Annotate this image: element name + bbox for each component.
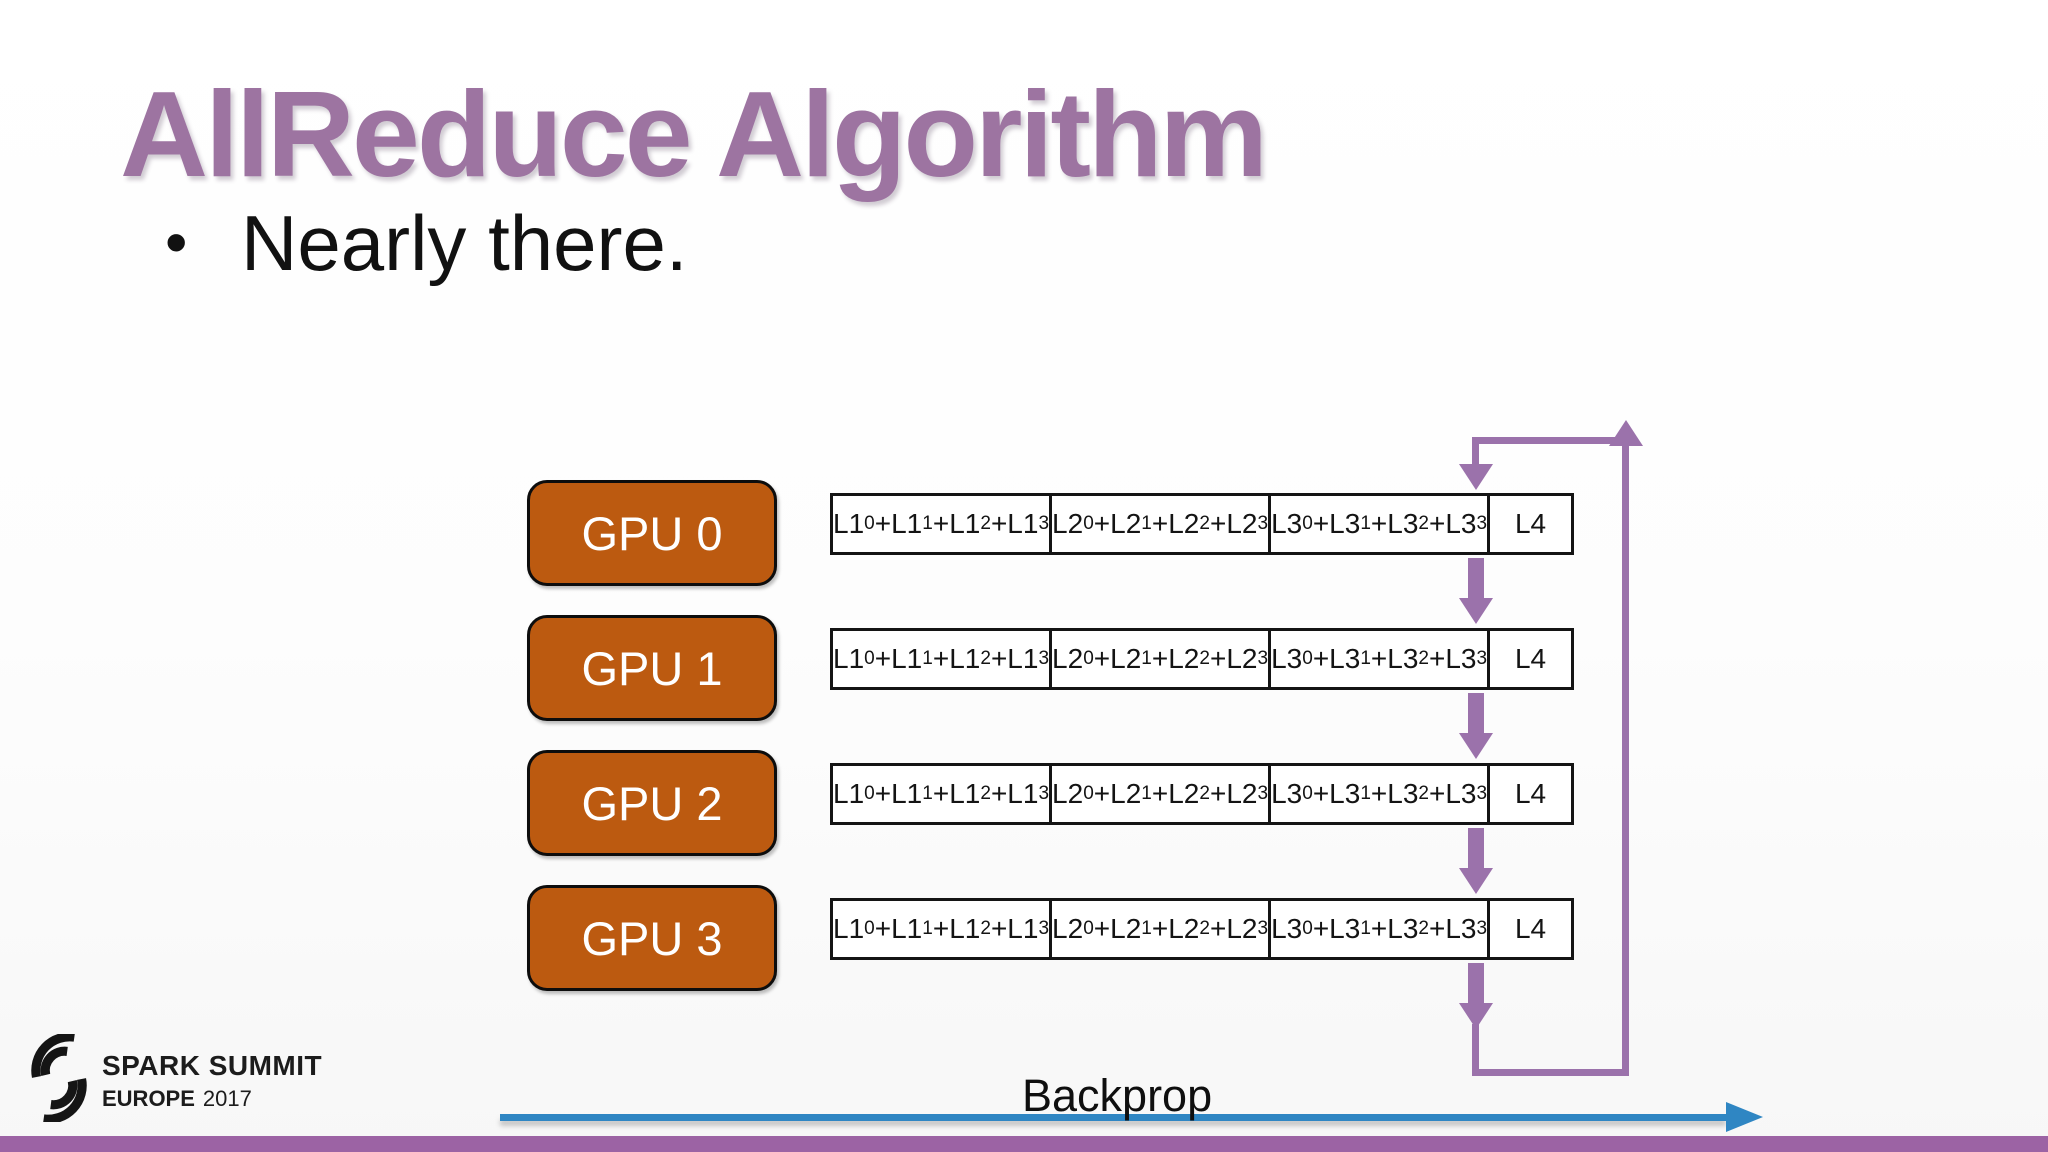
- bullet-line: • Nearly there.: [165, 198, 688, 289]
- logo-event-year: 2017: [202, 1086, 252, 1111]
- spark-summit-logo: SPARK SUMMIT EUROPE 2017: [30, 1034, 322, 1122]
- backprop-arrowhead-icon: [1726, 1102, 1763, 1132]
- bullet-text: Nearly there.: [241, 199, 688, 287]
- bullet-marker: •: [165, 206, 188, 278]
- loop-bottom-left-segment: [1472, 1024, 1479, 1076]
- page-title: AllReduce Algorithm: [120, 66, 1268, 202]
- down-arrow-shaft: [1468, 693, 1484, 733]
- gpu-label: GPU 0: [581, 506, 723, 560]
- spark-summit-logo-icon: [31, 1034, 87, 1122]
- gpu-box: GPU 3: [527, 885, 777, 991]
- gradient-cell: L4: [1487, 496, 1571, 552]
- gpu-label: GPU 3: [581, 911, 723, 965]
- gpu-label: GPU 2: [581, 776, 723, 830]
- bottom-accent-bar: [0, 1136, 2048, 1152]
- arrow-up-icon: [1609, 420, 1643, 446]
- loop-right-line: [1622, 444, 1629, 1076]
- spark-summit-logo-text: SPARK SUMMIT EUROPE 2017: [102, 1034, 322, 1112]
- down-arrow-icon: [1459, 868, 1493, 894]
- gradient-cell: L4: [1487, 766, 1571, 822]
- backprop-arrow-line: [500, 1114, 1726, 1121]
- down-arrow-shaft: [1468, 558, 1484, 598]
- loop-bottom-line: [1472, 1069, 1629, 1076]
- backprop-label: Backprop: [1022, 1070, 1213, 1121]
- gradient-cell: L4: [1487, 631, 1571, 687]
- logo-event-line: EUROPE 2017: [102, 1086, 322, 1112]
- down-arrow-shaft: [1468, 828, 1484, 868]
- gradient-cell: L4: [1487, 901, 1571, 957]
- down-arrow-icon: [1459, 733, 1493, 759]
- down-arrow-icon: [1459, 598, 1493, 624]
- logo-event-location: EUROPE: [102, 1086, 195, 1111]
- down-arrow-shaft: [1468, 963, 1484, 1003]
- gpu-box: GPU 0: [527, 480, 777, 586]
- arrow-down-into-gpu0-icon: [1459, 464, 1493, 490]
- gpu-box: GPU 1: [527, 615, 777, 721]
- gpu-box: GPU 2: [527, 750, 777, 856]
- loop-top-left-segment: [1472, 440, 1479, 468]
- loop-top-line: [1472, 437, 1626, 444]
- gpu-label: GPU 1: [581, 641, 723, 695]
- logo-brand-name: SPARK SUMMIT: [102, 1050, 323, 1081]
